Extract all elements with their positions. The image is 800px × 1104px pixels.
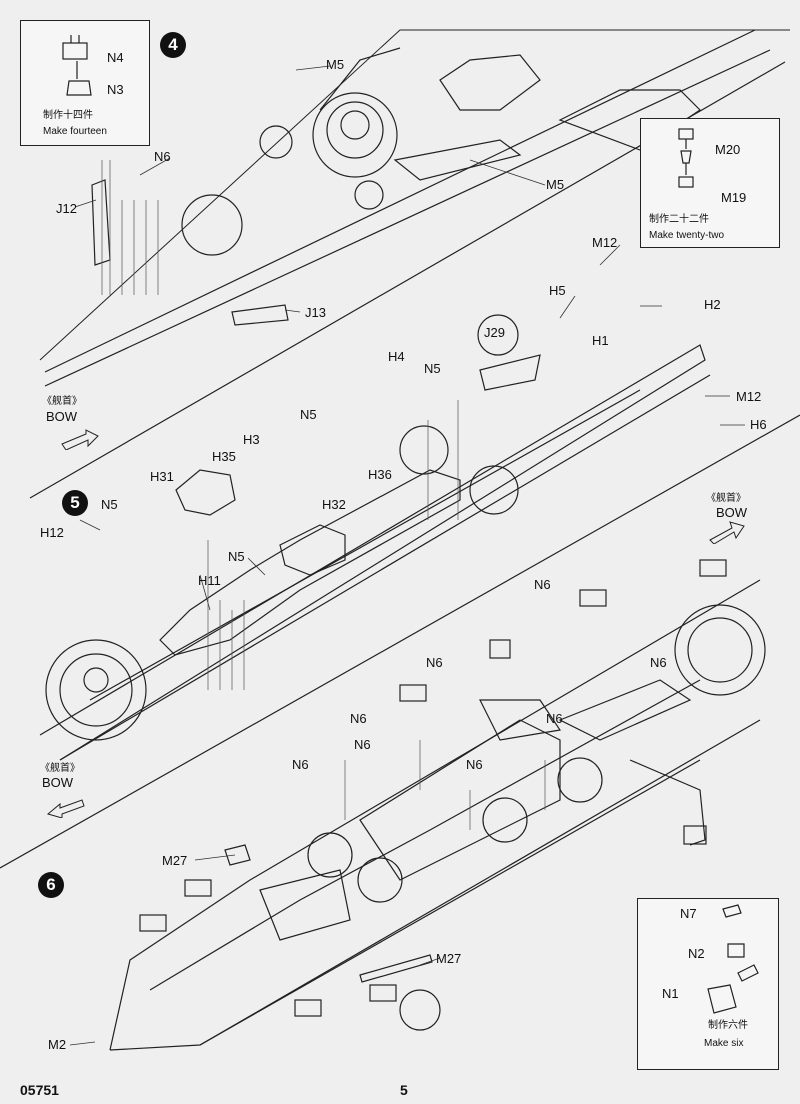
part-label: M12 <box>592 235 618 250</box>
gun-sub-assembly-icon <box>707 904 759 1014</box>
part-label: N6 <box>426 655 443 670</box>
page-number: 5 <box>400 1082 408 1098</box>
part-label: H2 <box>704 297 721 312</box>
part-label: H3 <box>243 432 260 447</box>
part-label: N6 <box>650 655 667 670</box>
step-4-marker: 4 <box>160 32 186 58</box>
part-label: N5 <box>101 497 118 512</box>
bow-arrow-icon <box>46 799 85 818</box>
bow-en-label: BOW <box>716 505 748 520</box>
inset-en-text: Make six <box>704 1038 744 1049</box>
part-label: N5 <box>424 361 441 376</box>
bow-zh-label: 《舰首》 <box>42 396 82 407</box>
turret-sub-assembly-icon <box>62 35 92 96</box>
catalog-number: 05751 <box>20 1082 59 1098</box>
part-label: M5 <box>546 177 565 192</box>
part-label: H6 <box>750 417 767 432</box>
part-label: N6 <box>466 757 483 772</box>
bow-zh-label: 《舰首》 <box>706 493 746 504</box>
bow-en-label: BOW <box>42 775 74 790</box>
part-label: M5 <box>326 57 345 72</box>
step-5-marker: 5 <box>62 490 88 516</box>
inset-zh-text: 制作二十二件 <box>649 214 709 225</box>
part-label: H5 <box>549 283 566 298</box>
divider-line-2 <box>0 414 800 869</box>
bow-en-label: BOW <box>46 409 78 424</box>
part-label: H12 <box>40 525 64 540</box>
part-label: J13 <box>305 305 326 320</box>
part-label: H32 <box>322 497 346 512</box>
part-label: N6 <box>154 149 171 164</box>
part-label: N5 <box>228 549 245 564</box>
n1-label: N1 <box>662 986 679 1001</box>
part-label: M27 <box>436 951 462 966</box>
part-label: N5 <box>300 407 317 422</box>
inset-zh-text: 制作十四件 <box>43 110 93 121</box>
n3-label: N3 <box>107 82 124 97</box>
bow-zh-label: 《舰首》 <box>40 763 80 774</box>
m19-label: M19 <box>721 190 747 205</box>
inset-zh-text: 制作六件 <box>708 1020 748 1031</box>
part-label: H11 <box>198 573 221 588</box>
inset-en-text: Make fourteen <box>43 126 107 137</box>
n4-label: N4 <box>107 50 124 65</box>
bow-arrow-icon <box>61 429 99 450</box>
inset-n7-n2-n1: N7 N2 N1 制作六件 Make six <box>637 898 779 1070</box>
part-label: H31 <box>150 469 174 484</box>
part-label: H35 <box>212 449 236 464</box>
part-label: J12 <box>56 201 77 216</box>
inset-n4-n3: N4 N3 制作十四件 Make fourteen <box>20 20 150 146</box>
inset-m20-m19: M20 M19 制作二十二件 Make twenty-two <box>640 118 780 248</box>
part-label: N6 <box>546 711 563 726</box>
m20-label: M20 <box>715 142 741 157</box>
inset-en-text: Make twenty-two <box>649 230 725 241</box>
part-label: M27 <box>162 853 188 868</box>
part-label: J29 <box>484 325 505 340</box>
part-label: M12 <box>736 389 762 404</box>
bow-arrow-icon <box>709 521 745 544</box>
n2-label: N2 <box>688 946 705 961</box>
part-label: H1 <box>592 333 609 348</box>
part-label: N6 <box>534 577 551 592</box>
part-label: M2 <box>48 1037 67 1052</box>
part-label: H36 <box>368 467 392 482</box>
n7-label: N7 <box>680 906 697 921</box>
part-label: H4 <box>388 349 405 364</box>
part-label: N6 <box>354 737 371 752</box>
part-stack-icon <box>678 128 694 188</box>
part-label: N6 <box>350 711 367 726</box>
step-6-marker: 6 <box>38 872 64 898</box>
part-label: N6 <box>292 757 309 772</box>
